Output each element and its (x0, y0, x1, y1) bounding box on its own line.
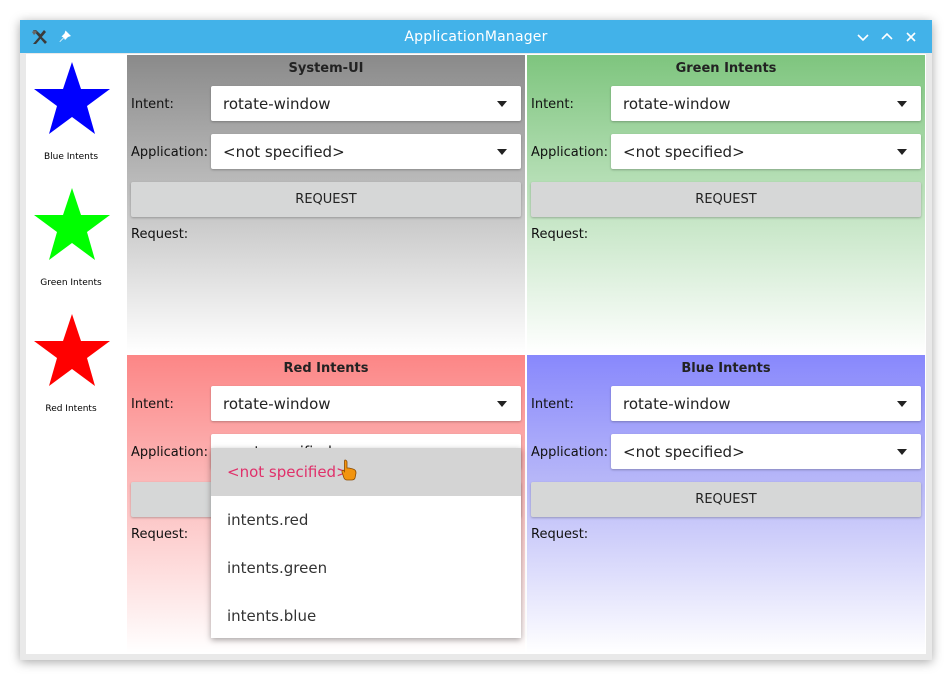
intent-value: rotate-window (623, 95, 731, 113)
sidebar-item-label: Red Intents (45, 404, 97, 414)
dropdown-option-intents-red[interactable]: intents.red (211, 496, 521, 544)
intent-combobox[interactable]: rotate-window (611, 86, 921, 121)
sidebar: Blue Intents Green Intents Red Intents (26, 54, 126, 654)
chevron-down-icon (897, 149, 907, 155)
intent-combobox[interactable]: rotate-window (211, 386, 521, 421)
sidebar-item-red-intents[interactable]: Red Intents (26, 312, 126, 422)
application-combobox[interactable]: <not specified> (611, 134, 921, 169)
request-label: Request: (131, 527, 189, 542)
intent-combobox[interactable]: rotate-window (211, 86, 521, 121)
blue-star-icon (34, 62, 110, 134)
sidebar-item-label: Green Intents (40, 278, 102, 288)
request-button[interactable]: REQUEST (531, 182, 921, 217)
red-star-icon (34, 314, 110, 386)
option-label: intents.green (227, 559, 328, 577)
chevron-down-icon (497, 101, 507, 107)
chevron-down-icon (497, 401, 507, 407)
minimize-icon[interactable] (854, 28, 872, 46)
window-title: ApplicationManager (404, 29, 548, 45)
option-label: <not specified> (227, 463, 349, 481)
application-dropdown-list: <not specified> intents.red intents.gree… (211, 448, 521, 638)
blue-intents-panel: Blue Intents Intent: rotate-window Appli… (527, 355, 925, 653)
intent-combobox[interactable]: rotate-window (611, 386, 921, 421)
panel-title: System-UI (288, 61, 364, 76)
title-bar[interactable]: ApplicationManager (20, 20, 932, 53)
application-value: <not specified> (623, 143, 745, 161)
app-icon[interactable] (30, 28, 48, 46)
request-label: Request: (531, 527, 589, 542)
chevron-down-icon (897, 101, 907, 107)
client-area: Blue Intents Green Intents Red Intents S… (26, 54, 926, 654)
intent-value: rotate-window (223, 95, 331, 113)
dropdown-option-intents-green[interactable]: intents.green (211, 544, 521, 592)
application-value: <not specified> (223, 143, 345, 161)
intent-value: rotate-window (223, 395, 331, 413)
option-label: intents.blue (227, 607, 317, 625)
intent-label: Intent: (131, 397, 174, 412)
application-label: Application: (531, 445, 609, 460)
intent-value: rotate-window (623, 395, 731, 413)
intent-label: Intent: (531, 97, 574, 112)
intent-label: Intent: (531, 397, 574, 412)
application-label: Application: (131, 445, 209, 460)
close-icon[interactable] (902, 28, 920, 46)
intent-label: Intent: (131, 97, 174, 112)
request-button[interactable]: REQUEST (531, 482, 921, 517)
application-value: <not specified> (623, 443, 745, 461)
system-ui-panel: System-UI Intent: rotate-window Applicat… (127, 55, 525, 353)
application-label: Application: (131, 145, 209, 160)
request-label: Request: (131, 227, 189, 242)
application-combobox[interactable]: <not specified> (611, 434, 921, 469)
sidebar-item-label: Blue Intents (43, 152, 99, 162)
option-label: intents.red (227, 511, 309, 529)
green-intents-panel: Green Intents Intent: rotate-window Appl… (527, 55, 925, 353)
application-window: ApplicationManager Blue Intents Green In… (20, 20, 932, 660)
request-label: Request: (531, 227, 589, 242)
sidebar-item-blue-intents[interactable]: Blue Intents (26, 60, 126, 170)
request-button[interactable]: REQUEST (131, 182, 521, 217)
panel-title: Red Intents (283, 361, 369, 376)
panel-title: Blue Intents (681, 361, 771, 376)
application-label: Application: (531, 145, 609, 160)
chevron-down-icon (897, 449, 907, 455)
application-combobox[interactable]: <not specified> (211, 134, 521, 169)
chevron-down-icon (897, 401, 907, 407)
maximize-icon[interactable] (878, 28, 896, 46)
green-star-icon (34, 188, 110, 260)
hand-cursor-icon (341, 459, 357, 481)
pin-icon[interactable] (56, 28, 74, 46)
dropdown-option-intents-blue[interactable]: intents.blue (211, 592, 521, 640)
panel-title: Green Intents (675, 61, 777, 76)
sidebar-item-green-intents[interactable]: Green Intents (26, 186, 126, 296)
dropdown-option-not-specified[interactable]: <not specified> (211, 448, 521, 496)
chevron-down-icon (497, 149, 507, 155)
